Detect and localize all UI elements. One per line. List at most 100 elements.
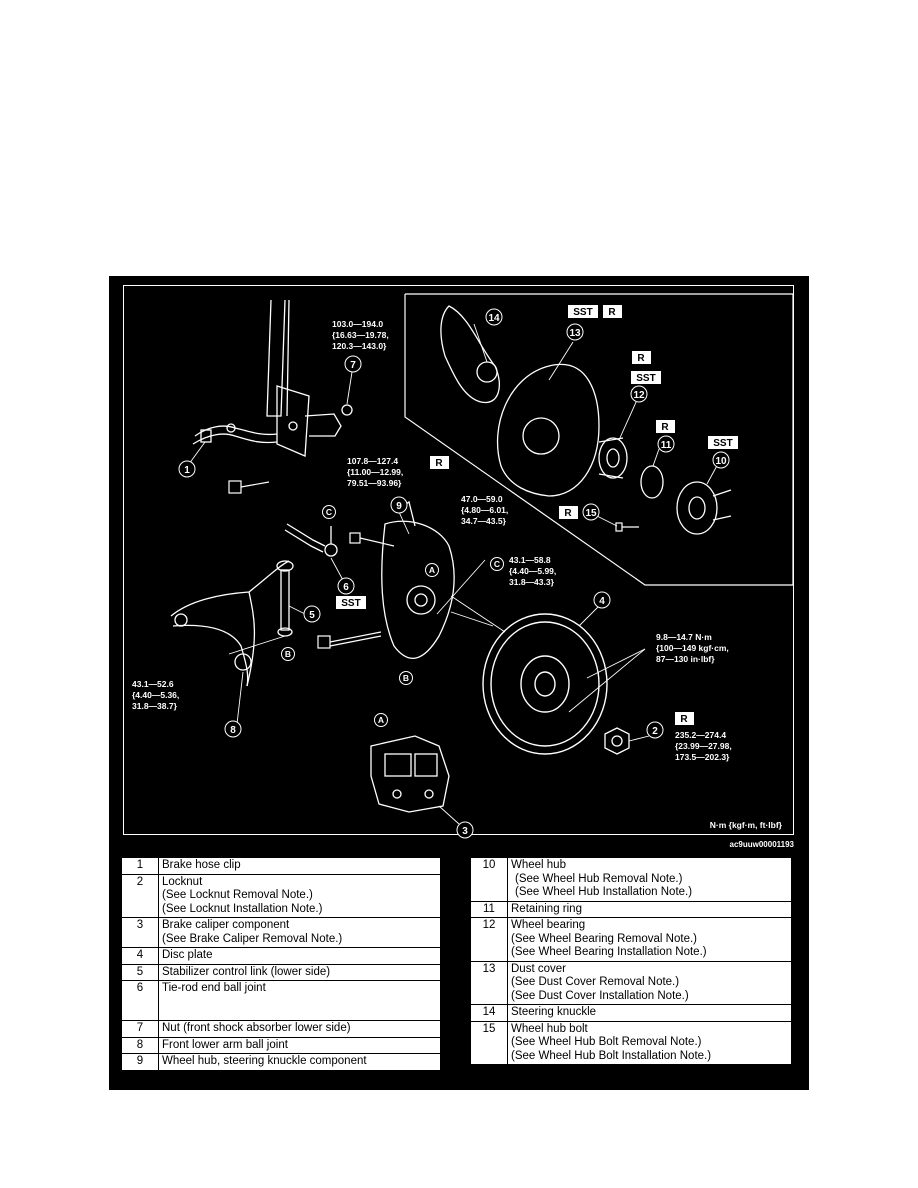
- table-row: 15 Wheel hub bolt (See Wheel Hub Bolt Re…: [470, 1020, 792, 1065]
- torque-spec-lower-arm-nut-right: 43.1—58.8 {4.40—5.99, 31.8—43.3}: [509, 555, 556, 587]
- part-number: 14: [470, 1004, 508, 1022]
- part-description: Dust cover (See Dust Cover Removal Note.…: [507, 960, 792, 1005]
- svg-text:79.51—93.96}: 79.51—93.96}: [347, 478, 402, 488]
- svg-text:3: 3: [462, 826, 468, 837]
- part-description: Wheel bearing (See Wheel Bearing Removal…: [507, 917, 792, 962]
- svg-text:173.5—202.3}: 173.5—202.3}: [675, 752, 730, 762]
- parts-table-right: 10 Wheel hub (See Wheel Hub Removal Note…: [470, 857, 792, 1065]
- svg-text:4: 4: [599, 596, 605, 607]
- part-description: Wheel hub (See Wheel Hub Removal Note.) …: [507, 857, 792, 902]
- table-row: 4 Disc plate: [121, 947, 441, 965]
- svg-text:7: 7: [350, 360, 356, 371]
- svg-text:235.2—274.4: 235.2—274.4: [675, 730, 726, 740]
- svg-text:1: 1: [184, 465, 190, 476]
- torque-spec-lower-arm-nut-left: 43.1—52.6 {4.40—5.36, 31.8—38.7}: [132, 679, 179, 711]
- svg-text:34.7—43.5}: 34.7—43.5}: [461, 516, 507, 526]
- sst-tag-12: SST: [631, 371, 661, 384]
- svg-text:5: 5: [309, 610, 315, 621]
- torque-spec-locknut: 235.2—274.4 {23.99—27.98, 173.5—202.3}: [675, 730, 732, 762]
- svg-text:SST: SST: [573, 307, 592, 318]
- sst-tag-6: SST: [336, 596, 366, 609]
- ref-letter-a-1: A: [425, 563, 439, 577]
- table-row: 12 Wheel bearing (See Wheel Bearing Remo…: [470, 917, 792, 962]
- svg-text:{11.00—12.99,: {11.00—12.99,: [347, 467, 403, 477]
- leader-lines: [188, 323, 720, 825]
- part-number: 9: [121, 1053, 159, 1071]
- part-description: Wheel hub bolt (See Wheel Hub Bolt Remov…: [507, 1020, 792, 1065]
- svg-text:11: 11: [661, 440, 672, 451]
- svg-text:31.8—38.7}: 31.8—38.7}: [132, 701, 178, 711]
- svg-text:8: 8: [230, 725, 236, 736]
- torque-spec-shock-nut: 103.0—194.0 {16.63—19.78, 120.3—143.0}: [332, 319, 389, 351]
- wheel-hub-icon: [676, 481, 732, 535]
- bolt-icon: [228, 480, 395, 649]
- part-number: 1: [121, 857, 159, 875]
- r-tag-knuckle: R: [430, 456, 449, 469]
- ref-letter-b-2: B: [399, 671, 413, 685]
- svg-text:R: R: [435, 458, 443, 469]
- figure-id: ac9uuw00001193: [730, 840, 795, 849]
- part-number: 12: [470, 917, 508, 962]
- part-number: 5: [121, 963, 159, 981]
- part-number: 11: [470, 900, 508, 918]
- steering-knuckle-icon: [381, 500, 455, 659]
- svg-text:A: A: [429, 565, 435, 575]
- sst-tag-10: SST: [708, 436, 738, 449]
- r-tag-15: R: [559, 506, 578, 519]
- part-description: Brake caliper component (See Brake Calip…: [158, 917, 441, 948]
- r-tag-12: R: [632, 351, 651, 364]
- callout-11: 11: [657, 435, 675, 453]
- brake-caliper-icon: [370, 735, 450, 813]
- tie-rod-end-icon: [284, 523, 338, 557]
- callout-7: 7: [344, 355, 362, 373]
- callout-3: 3: [456, 821, 474, 839]
- table-row: 9 Wheel hub, steering knuckle component: [121, 1053, 441, 1071]
- part-number: 4: [121, 947, 159, 965]
- table-row: 7 Nut (front shock absorber lower side): [121, 1020, 441, 1038]
- callout-9: 9: [390, 496, 408, 514]
- callout-15: 15: [582, 503, 600, 521]
- torque-spec-disc-screw: 9.8—14.7 N·m {100—149 kgf·cm, 87—130 in·…: [656, 632, 729, 664]
- part-description: Brake hose clip: [158, 857, 441, 875]
- callout-1: 1: [178, 460, 196, 478]
- svg-text:SST: SST: [636, 373, 655, 384]
- svg-text:31.8—43.3}: 31.8—43.3}: [509, 577, 555, 587]
- wheel-hub-bolt-icon: [615, 522, 639, 532]
- svg-text:C: C: [494, 559, 500, 569]
- svg-text:SST: SST: [341, 598, 360, 609]
- r-tag-11: R: [656, 420, 675, 433]
- callout-13: 13: [566, 323, 584, 341]
- lower-arm-icon: [170, 560, 294, 687]
- part-description: Disc plate: [158, 947, 441, 965]
- part-number: 3: [121, 917, 159, 948]
- callout-8: 8: [224, 720, 242, 738]
- svg-text:{23.99—27.98,: {23.99—27.98,: [675, 741, 732, 751]
- retaining-ring-icon: [640, 465, 664, 499]
- locknut-icon: [604, 727, 630, 755]
- table-row: 8 Front lower arm ball joint: [121, 1036, 441, 1054]
- svg-text:14: 14: [488, 313, 500, 324]
- svg-text:C: C: [326, 507, 332, 517]
- unit-caption: N·m {kgf·m, ft·lbf}: [710, 820, 783, 830]
- svg-text:{4.40—5.99,: {4.40—5.99,: [509, 566, 556, 576]
- part-number: 7: [121, 1020, 159, 1038]
- svg-text:B: B: [403, 673, 409, 683]
- parts-table-left: 1 Brake hose clip 2 Locknut (See Locknut…: [121, 857, 441, 1071]
- dust-cover-icon: [496, 363, 600, 497]
- svg-text:R: R: [637, 353, 645, 364]
- table-row: 2 Locknut (See Locknut Removal Note.) (S…: [121, 873, 441, 918]
- part-number: 15: [470, 1020, 508, 1065]
- part-description: Retaining ring: [507, 900, 792, 918]
- brake-hose-clip-icon: [192, 423, 278, 445]
- svg-text:12: 12: [633, 390, 645, 401]
- svg-text:SST: SST: [713, 438, 732, 449]
- svg-text:13: 13: [569, 328, 581, 339]
- table-row: 14 Steering knuckle: [470, 1004, 792, 1022]
- exploded-view-diagram: 1 2 3 4 5 6 7 8 9 10 11 12 13 14 15 A A …: [132, 293, 795, 849]
- disc-plate-icon: [482, 613, 608, 755]
- callout-10: 10: [712, 451, 730, 469]
- part-number: 13: [470, 960, 508, 1005]
- callout-12: 12: [630, 385, 648, 403]
- part-description: Steering knuckle: [507, 1004, 792, 1022]
- r-tag-2: R: [675, 712, 694, 725]
